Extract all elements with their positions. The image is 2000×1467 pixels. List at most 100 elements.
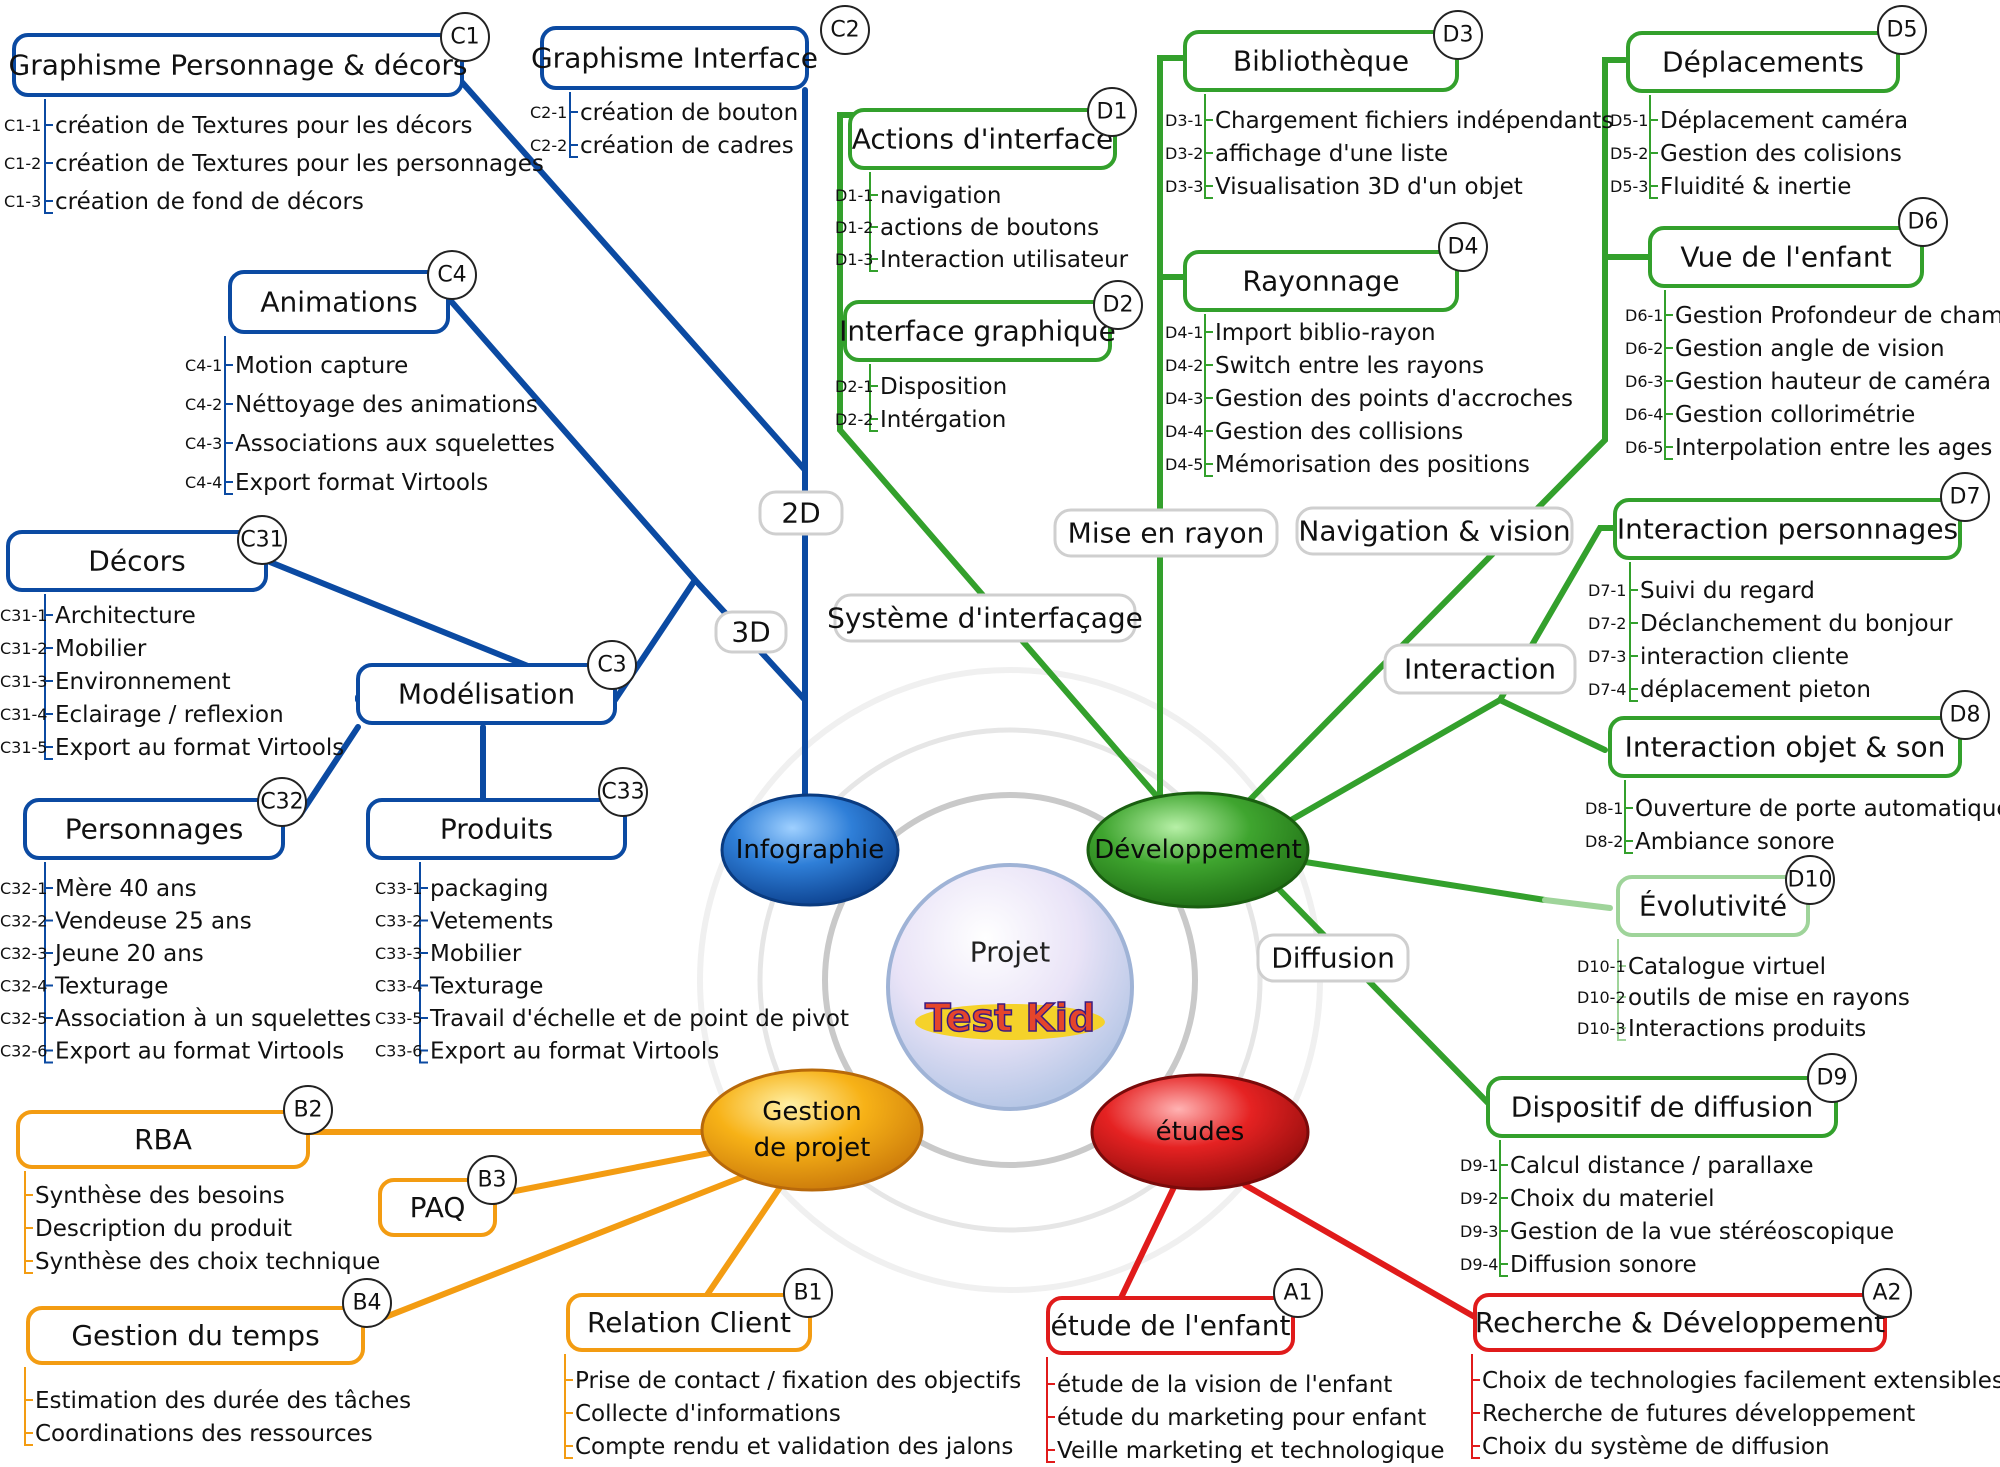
item-bracket	[1649, 95, 1658, 199]
item-text: Import biblio-rayon	[1215, 320, 1436, 346]
item-text: Gestion des points d'accroches	[1215, 386, 1573, 412]
node-title: Actions d'interface	[852, 123, 1114, 156]
node-title: Dispositif de diffusion	[1511, 1091, 1813, 1124]
node-title: Gestion du temps	[71, 1319, 319, 1352]
item-text: actions de boutons	[880, 215, 1099, 241]
item-ref: D7-3	[1588, 647, 1626, 666]
node-code-badge: D8	[1940, 690, 1990, 740]
item-text: Export format Virtools	[235, 470, 488, 496]
node-box	[1616, 875, 1810, 937]
item-text: Architecture	[55, 603, 196, 629]
hub-infographie[interactable]: Infographie	[720, 793, 900, 907]
hub-gestion[interactable]: Gestion de projet	[700, 1068, 924, 1192]
item-ref: D1-2	[835, 218, 873, 237]
item-text: Fluidité & inertie	[1660, 174, 1851, 200]
center-node[interactable]: Projet Test Kid	[886, 863, 1134, 1111]
item-text: Gestion angle de vision	[1675, 336, 1945, 362]
svg-text:D7: D7	[1950, 485, 1981, 510]
node-box	[12, 33, 464, 97]
item-text: Disposition	[880, 374, 1007, 400]
item-ref: D7-1	[1588, 581, 1626, 600]
node-code-badge: A1	[1273, 1268, 1323, 1318]
node-title: Personnages	[65, 813, 244, 846]
node-title: Interface graphique	[839, 315, 1116, 348]
item-ref: D2-1	[835, 377, 873, 396]
item-text: Diffusion sonore	[1510, 1252, 1697, 1278]
connector-line	[1242, 1182, 1483, 1323]
item-bracket	[569, 92, 578, 158]
item-ref: C33-5	[375, 1009, 422, 1028]
svg-text:Test Kid: Test Kid	[925, 996, 1095, 1040]
node-code-badge: C1	[440, 12, 490, 62]
item-ref: C32-5	[0, 1009, 47, 1028]
item-text: Compte rendu et validation des jalons	[575, 1434, 1013, 1460]
item-ref: C1-2	[4, 154, 41, 173]
node-code-badge: D6	[1898, 197, 1948, 247]
node-title: Animations	[260, 286, 417, 319]
node-code-badge: C3	[587, 640, 637, 690]
connector-line	[1267, 877, 1493, 1108]
node-code-badge: D5	[1877, 5, 1927, 55]
connector-line	[1542, 897, 1613, 911]
node-title: Graphisme Interface	[531, 42, 818, 75]
item-ref: D10-1	[1577, 957, 1626, 976]
node-box	[1046, 1296, 1295, 1355]
item-ref: D8-1	[1585, 799, 1623, 818]
node-box	[540, 26, 809, 90]
item-ref: C33-2	[375, 912, 422, 931]
node-box	[378, 1178, 497, 1237]
branch-label-diffusion: Diffusion	[1256, 933, 1410, 983]
svg-text:A2: A2	[1872, 1281, 1901, 1306]
connector-line	[1497, 697, 1608, 753]
connector-line	[1227, 57, 1628, 823]
item-text: Suivi du regard	[1640, 578, 1815, 604]
item-text: Gestion Profondeur de champ	[1675, 303, 2000, 329]
item-text: création de Textures pour les décors	[55, 113, 473, 139]
node-code-badge: B3	[467, 1155, 517, 1205]
connector-line	[1117, 1182, 1178, 1303]
svg-text:D10: D10	[1788, 868, 1833, 893]
item-bracket	[1499, 1140, 1508, 1277]
item-ref: D7-4	[1588, 680, 1626, 699]
item-text: Veille marketing et technologique	[1057, 1438, 1445, 1463]
item-text: Choix du materiel	[1510, 1186, 1715, 1212]
svg-text:D2: D2	[1103, 293, 1134, 318]
item-ref: D9-3	[1460, 1222, 1498, 1241]
hub-etudes[interactable]: études	[1090, 1073, 1310, 1191]
item-ref: D6-3	[1625, 372, 1663, 391]
node-code-badge: C33	[598, 767, 648, 817]
item-ref: C32-1	[0, 879, 47, 898]
item-ref: D8-2	[1585, 832, 1623, 851]
node-code-badge: D1	[1087, 87, 1137, 137]
item-text: Mobilier	[55, 636, 147, 662]
item-text: Motion capture	[235, 353, 408, 379]
node-code-badge: C32	[257, 777, 307, 827]
svg-text:C31: C31	[240, 528, 283, 553]
hub-developpement[interactable]: Développement	[1086, 791, 1310, 909]
node-box	[848, 108, 1117, 170]
